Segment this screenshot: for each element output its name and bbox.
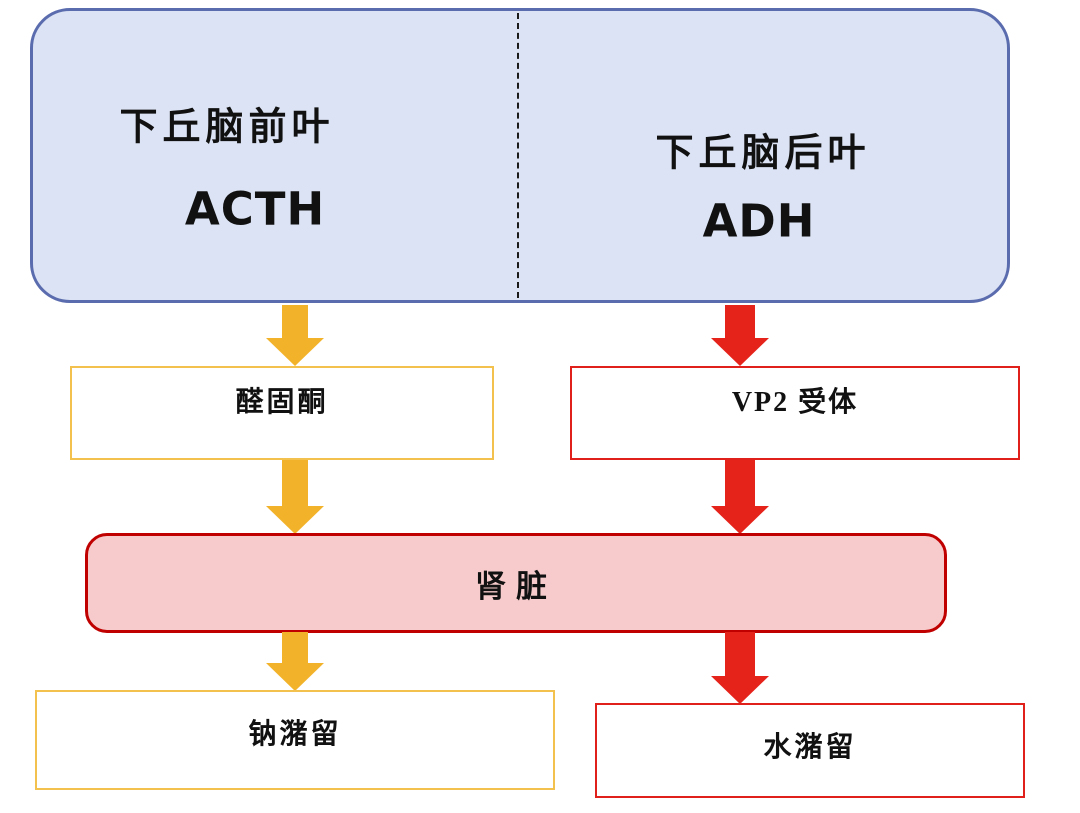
arrow-head [266, 338, 324, 366]
down-arrow-acth-to-aldosterone [266, 305, 324, 366]
arrow-shaft [725, 632, 755, 676]
arrow-shaft [282, 460, 308, 506]
arrow-head [711, 676, 769, 704]
kidney-label: 肾脏 [475, 568, 557, 604]
arrow-shaft [725, 305, 755, 338]
vp2-receptor-box: VP2 受体 [570, 366, 1020, 460]
down-arrow-kidney-to-water-retention [711, 632, 769, 704]
water-retention-label: 水潴留 [763, 732, 857, 763]
dashed-divider-line [517, 13, 519, 298]
pituitary-box: 下丘脑前叶 ACTH 下丘脑后叶 ADH [30, 8, 1010, 303]
aldosterone-box: 醛固酮 [70, 366, 494, 460]
arrow-head [711, 506, 769, 534]
down-arrow-kidney-to-sodium-retention [266, 632, 324, 691]
water-retention-box: 水潴留 [595, 703, 1025, 798]
down-arrow-aldosterone-to-kidney [266, 460, 324, 534]
arrow-head [266, 663, 324, 691]
arrow-shaft [725, 460, 755, 506]
down-arrow-adh-to-vp2 [711, 305, 769, 366]
down-arrow-vp2-to-kidney [711, 460, 769, 534]
arrow-head [711, 338, 769, 366]
sodium-retention-box: 钠潴留 [35, 690, 555, 790]
arrow-head [266, 506, 324, 534]
acth-label: ACTH [184, 182, 326, 236]
sodium-retention-label: 钠潴留 [248, 719, 342, 750]
vp2-receptor-label: VP2 受体 [731, 387, 859, 418]
kidney-box: 肾脏 [85, 533, 947, 633]
anterior-pituitary-title: 下丘脑前叶 [119, 106, 335, 149]
arrow-shaft [282, 305, 308, 338]
adh-label: ADH [702, 194, 816, 248]
arrow-shaft [282, 632, 308, 663]
aldosterone-label: 醛固酮 [235, 387, 329, 418]
posterior-pituitary-title: 下丘脑后叶 [655, 132, 871, 175]
